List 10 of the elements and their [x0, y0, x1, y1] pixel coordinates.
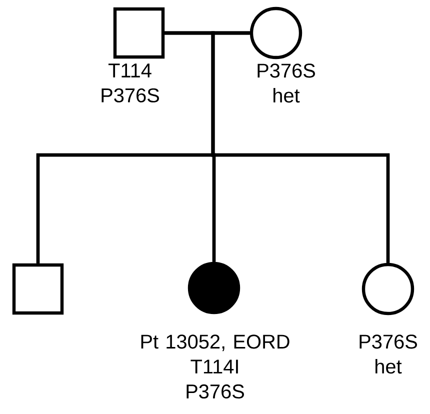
circle-symbol: [250, 6, 302, 60]
pedigree-line: [211, 31, 390, 263]
genotype-label: Pt 13052, EORD T114I P376S: [141, 334, 290, 399]
square-symbol: [12, 263, 64, 315]
square-symbol: [113, 7, 165, 59]
genotype-label: T114 P376S: [102, 64, 159, 102]
genotype-label: P376S het: [360, 334, 417, 374]
circle-symbol: [362, 262, 414, 316]
circle-symbol: [188, 262, 240, 314]
genotype-label: P376S het: [258, 64, 315, 103]
